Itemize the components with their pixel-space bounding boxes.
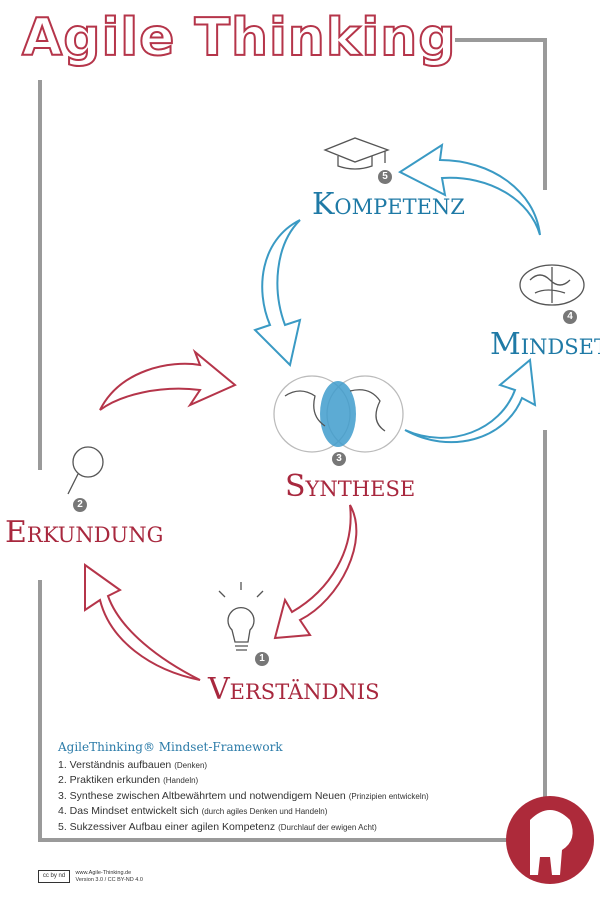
legend-item: 3. Synthese zwischen Altbewährtem und no… [58,789,429,802]
cc-license-badge: cc by nd [38,870,70,883]
agile-thinking-logo [506,796,594,884]
footer-version: Version 3.0 / CC BY-ND 4.0 [75,877,143,883]
stage-erkundung-number: 2 [73,498,87,512]
blue-arrows [253,142,541,444]
legend-item: 4. Das Mindset entwickelt sich (durch ag… [58,805,328,817]
arrow-erkundung-synthese [99,348,237,411]
lightbulb-icon [218,582,264,651]
arrow-mindset-kompetenz [397,142,541,236]
stage-synthese-label: Synthese [285,469,416,504]
frame [38,38,547,842]
stage-synthese-number: 3 [332,452,346,466]
stage-kompetenz-number: 5 [378,170,392,184]
page-title: Agile Thinking [21,7,457,69]
arrow-kompetenz-synthese [253,219,302,367]
stage-verstaendnis-label: Verständnis [208,672,380,707]
footer: cc by nd www.Agile-Thinking.de Version 3… [38,870,143,884]
arrow-synthese-mindset [404,358,537,444]
stage-mindset-label: Mindset [490,327,600,362]
stage-mindset-number: 4 [563,310,577,324]
stage-kompetenz-label: Kompetenz [312,187,465,222]
legend-item: 1. Verständnis aufbauen (Denken) [58,758,208,771]
stage-erkundung-label: Erkundung [5,515,164,550]
legend-item: 2. Praktiken erkunden (Handeln) [58,774,199,786]
arrow-synthese-verstaendnis [273,504,358,640]
footer-url[interactable]: www.Agile-Thinking.de [75,870,132,876]
legend: AgileThinking® Mindset-Framework 1. Vers… [58,740,429,835]
red-arrows [84,348,358,681]
legend-heading: AgileThinking® Mindset-Framework [58,740,283,754]
graduation-cap-icon [323,137,390,170]
globe-icon [273,375,404,453]
arrow-verstaendnis-erkundung [84,563,201,681]
brain-icon [519,264,585,306]
legend-item: 5. Sukzessiver Aufbau einer agilen Kompe… [58,820,377,833]
magnifier-icon [67,446,104,495]
stage-verstaendnis-number: 1 [255,652,269,666]
